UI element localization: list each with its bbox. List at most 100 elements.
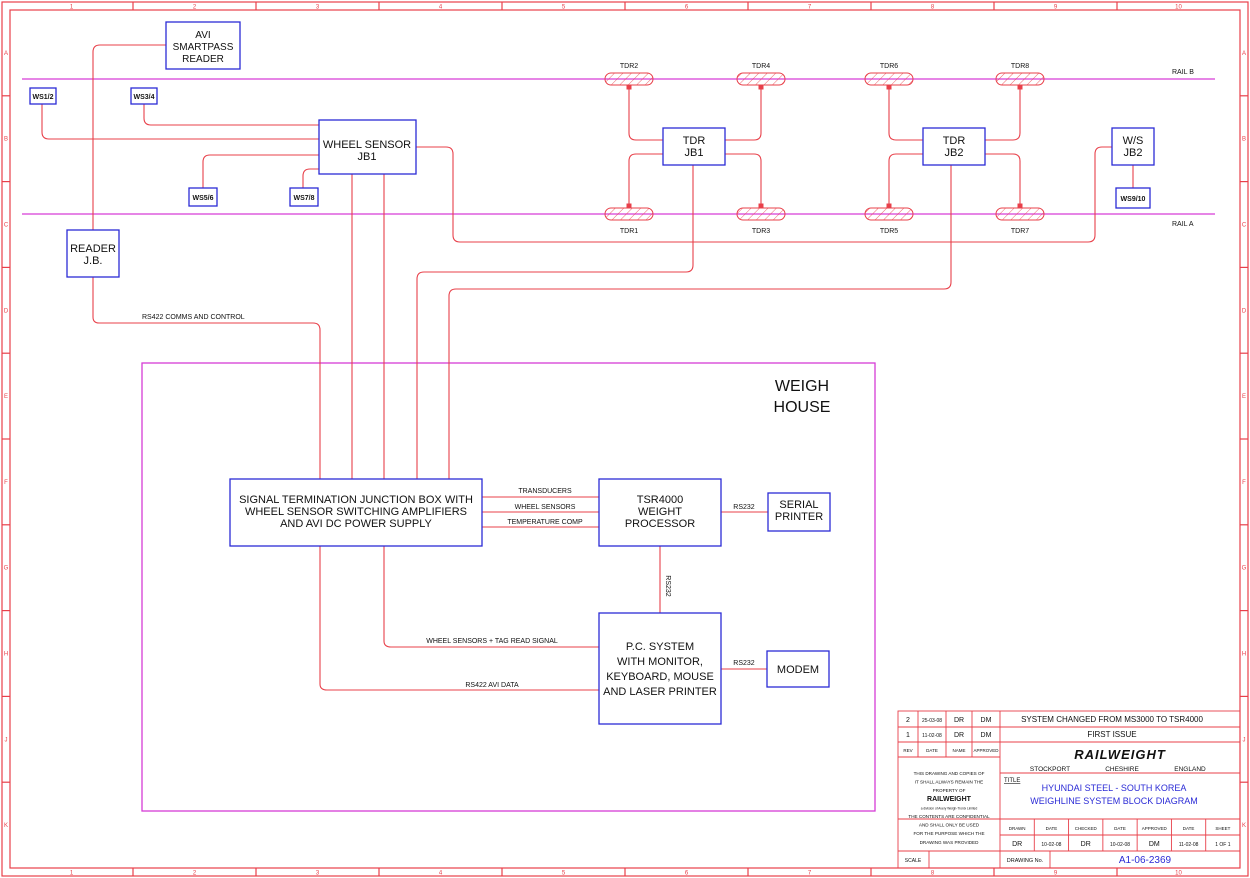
grid-row-right-B: B [1242,137,1246,143]
notice-line-1: THIS DRAWING AND COPIES OF [914,771,985,776]
address-stockport: STOCKPORT [1030,766,1070,773]
tdr-label-tdr3: TDR3 [752,228,770,235]
grid-col-bottom-9: 9 [1054,871,1058,877]
rs232-modem-label: RS232 [733,660,755,667]
wheel-tag-label: WHEEL SENSORS + TAG READ SIGNAL [426,638,558,645]
sign-header-4: DATE [1114,826,1126,831]
rev1-number: 1 [906,732,910,739]
rs232-vertical-label: RS232 [664,575,671,597]
weigh-house-label-line2: HOUSE [774,399,831,416]
tdr-sensor-tdr4: TDR4 [736,63,786,90]
grid-row-left-H: H [4,652,8,658]
serial-printer: SERIAL PRINTER [767,492,831,532]
tdr-label-tdr5: TDR5 [880,228,898,235]
grid-col-bottom-3: 3 [316,871,320,877]
ws78-box: WS7/8 [289,187,319,207]
wiring [41,44,1134,691]
drawing-title-line1: HYUNDAI STEEL - SOUTH KOREA [1042,783,1187,793]
grid-row-right-C: C [1242,223,1247,229]
grid-row-right-G: G [1242,566,1247,572]
ws910-box: WS9/10 [1115,187,1151,209]
pc-system-line2: WITH MONITOR, [617,656,703,668]
rail-a-label: RAIL A [1172,221,1194,228]
grid-row-left-B: B [4,137,8,143]
scale-label: SCALE [905,858,922,864]
grid-col-bottom-10: 10 [1175,871,1182,877]
rev1-drawn: DR [954,732,964,739]
rs232-printer-label: RS232 [733,504,755,511]
tdr-label-tdr4: TDR4 [752,63,770,70]
rev-header-name: NAME [952,748,965,753]
grid-row-right-K: K [1242,823,1246,829]
drawing-no-label: DRAWING No. [1007,858,1044,864]
company-logo: RAILWEIGHT [1074,747,1166,762]
tdr-jb1: TDR JB1 [662,127,726,166]
rev1-checked: DM [981,732,992,739]
ws56-label: WS5/6 [192,195,213,202]
tdr-jb1-line2: JB1 [685,147,704,159]
notice-line-8: FOR THE PURPOSE WHICH THE [913,831,984,836]
sign-header-2: DATE [1046,826,1058,831]
tdr-sensor-tdr5: TDR5 [864,203,914,235]
tsr4000-processor: TSR4000 WEIGHT PROCESSOR [598,478,722,547]
wheel-sensor-jb1-line1: WHEEL SENSOR [323,139,411,151]
grid-row-right-A: A [1242,51,1246,57]
signal-box-line2: WHEEL SENSOR SWITCHING AMPLIFIERS [245,506,467,518]
modem-box: MODEM [766,650,830,688]
grid-col-top-8: 8 [931,5,935,11]
avi-reader-line3: READER [182,54,224,65]
grid-row-right-E: E [1242,394,1246,400]
sign-value-6: 11-02-08 [1179,842,1199,848]
grid-row-right-D: D [1242,308,1247,314]
tdr-sensor-tdr8: TDR8 [995,63,1045,90]
rev-header-rev: REV [903,748,912,753]
sign-value-3: DR [1081,841,1091,848]
rs422-avi-label: RS422 AVI DATA [465,682,519,689]
grid-col-bottom-2: 2 [193,871,197,877]
sign-value-7: 1 OF 1 [1215,842,1231,848]
grid-row-left-D: D [4,308,9,314]
rev1-description: FIRST ISSUE [1087,730,1136,739]
signal-termination-box: SIGNAL TERMINATION JUNCTION BOX WITH WHE… [229,478,483,547]
grid-col-top-4: 4 [439,5,443,11]
tdr-jb2-line2: JB2 [945,147,964,159]
sign-header-6: DATE [1183,826,1195,831]
rev1-date: 11-02-08 [922,733,942,739]
rev2-description: SYSTEM CHANGED FROM MS3000 TO TSR4000 [1021,715,1203,724]
tsr4000-line3: PROCESSOR [625,518,695,530]
rail-b-label: RAIL B [1172,69,1194,76]
grid-row-right-J: J [1243,737,1246,743]
ws56-box: WS5/6 [188,187,218,207]
sign-header-3: CHECKED [1075,826,1098,831]
avi-smartpass-reader: AVI SMARTPASS READER [165,21,241,70]
avi-reader-line2: SMARTPASS [173,42,234,53]
ws-jb2-line1: W/S [1123,135,1144,147]
tdr-label-tdr1: TDR1 [620,228,638,235]
tdr-label-tdr7: TDR7 [1011,228,1029,235]
grid-col-top-7: 7 [808,5,812,11]
avi-reader-line1: AVI [195,30,210,41]
grid-row-right-H: H [1242,652,1246,658]
grid-col-top-1: 1 [70,5,74,11]
rev2-drawn: DR [954,717,964,724]
rev2-number: 2 [906,717,910,724]
ws78-label: WS7/8 [293,195,314,202]
sign-value-1: DR [1012,841,1022,848]
rs422-comms-label: RS422 COMMS AND CONTROL [142,314,245,321]
ws34-label: WS3/4 [133,94,154,101]
grid-col-top-2: 2 [193,5,197,11]
grid-col-bottom-8: 8 [931,871,935,877]
rev2-date: 25-03-08 [922,718,942,724]
temperature-comp-label: TEMPERATURE COMP [507,519,583,526]
grid-row-left-K: K [4,823,8,829]
notice-line-6: THE CONTENTS ARE CONFIDENTIAL [908,814,990,819]
tdr-label-tdr8: TDR8 [1011,63,1029,70]
drawing-number: A1-06-2369 [1119,855,1172,866]
notice-line-7: AND SHALL ONLY BE USED [919,823,980,828]
rev2-checked: DM [981,717,992,724]
tsr4000-line2: WEIGHT [638,506,682,518]
ws-jb2-line2: JB2 [1124,147,1143,159]
grid-row-left-A: A [4,51,8,57]
